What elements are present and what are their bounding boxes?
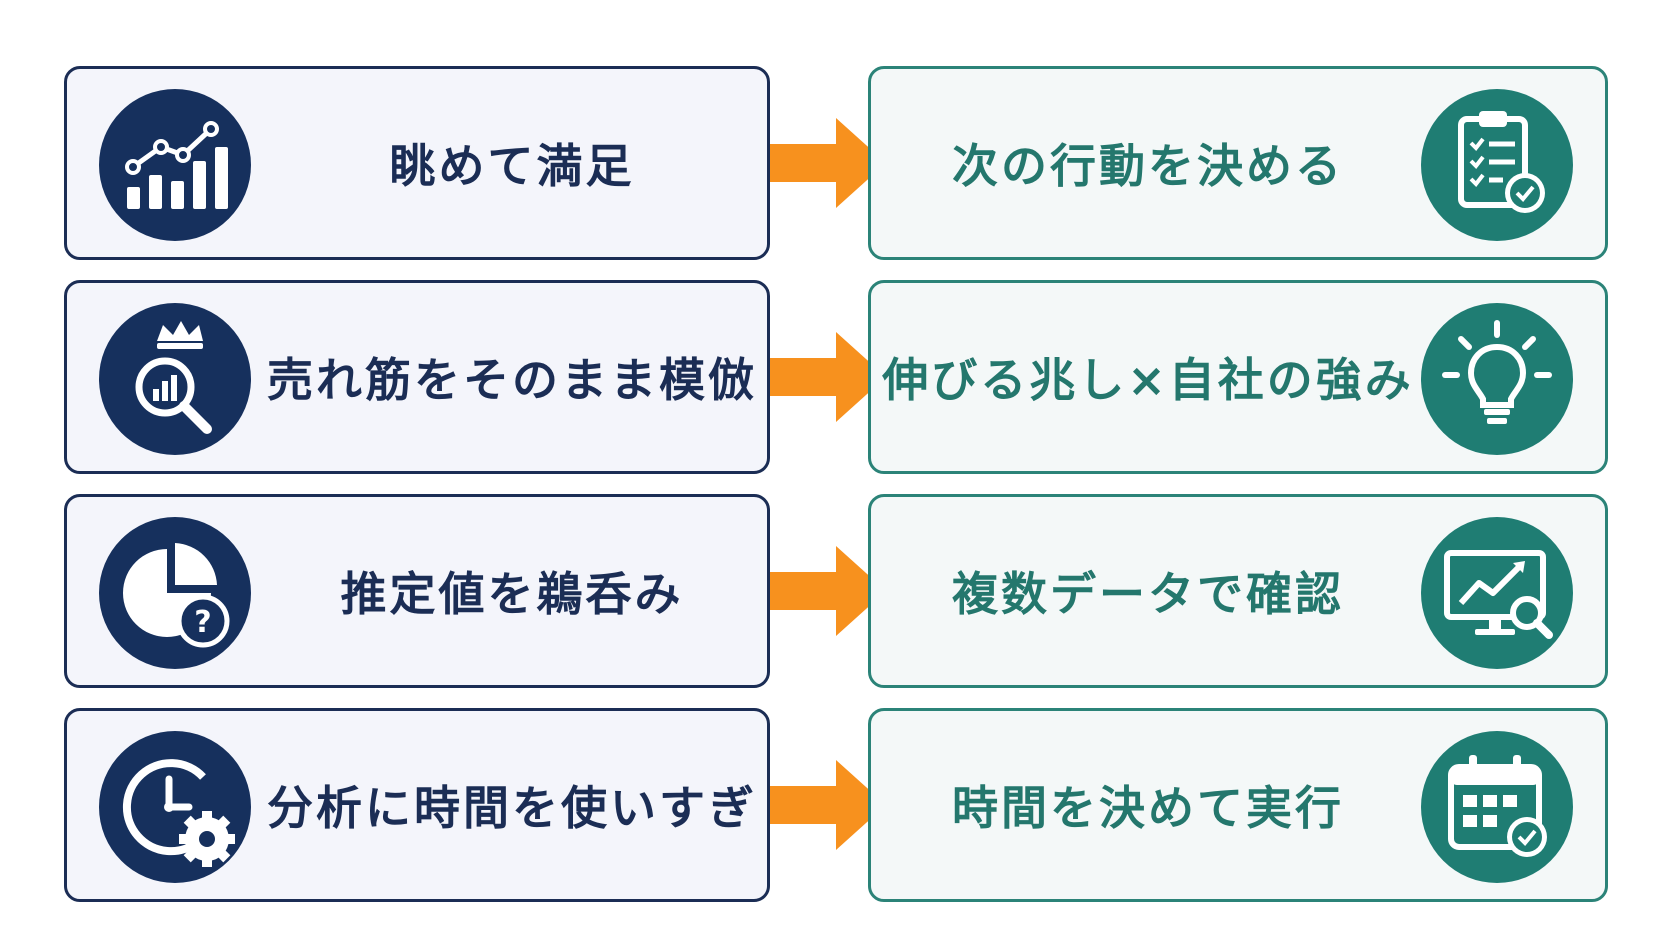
before-card-4: 分析に時間を使いすぎ xyxy=(64,708,770,902)
clock-gear-icon xyxy=(99,731,251,883)
before-label-4: 分析に時間を使いすぎ xyxy=(267,781,757,835)
before-label-3: 推定値を鵜呑み xyxy=(340,567,684,621)
clipboard-checklist-icon xyxy=(1421,89,1573,241)
svg-text:?: ? xyxy=(194,605,211,640)
crown-magnifier-chart-icon xyxy=(99,303,251,455)
after-card-1: 次の行動を決める xyxy=(868,66,1608,260)
arrow-icon-4 xyxy=(770,760,886,850)
arrow-icon-1 xyxy=(770,118,886,208)
calendar-check-icon xyxy=(1421,731,1573,883)
after-card-2: 伸びる兆し×自社の強み xyxy=(868,280,1608,474)
before-card-2: 売れ筋をそのまま模倣 xyxy=(64,280,770,474)
arrow-icon-3 xyxy=(770,546,886,636)
after-label-1: 次の行動を決める xyxy=(952,139,1344,193)
after-label-4: 時間を決めて実行 xyxy=(952,781,1344,835)
arrow-icon-2 xyxy=(770,332,886,422)
before-label-2: 売れ筋をそのまま模倣 xyxy=(267,353,757,407)
after-card-4: 時間を決めて実行 xyxy=(868,708,1608,902)
after-label-3: 複数データで確認 xyxy=(952,567,1344,621)
before-card-3: ? 推定値を鵜呑み xyxy=(64,494,770,688)
bar-chart-trend-icon xyxy=(99,89,251,241)
before-card-1: 眺めて満足 xyxy=(64,66,770,260)
monitor-chart-magnifier-icon xyxy=(1421,517,1573,669)
pie-chart-question-icon: ? xyxy=(99,517,251,669)
before-label-1: 眺めて満足 xyxy=(389,139,635,193)
after-label-2: 伸びる兆し×自社の強み xyxy=(882,353,1414,407)
lightbulb-icon xyxy=(1421,303,1573,455)
after-card-3: 複数データで確認 xyxy=(868,494,1608,688)
